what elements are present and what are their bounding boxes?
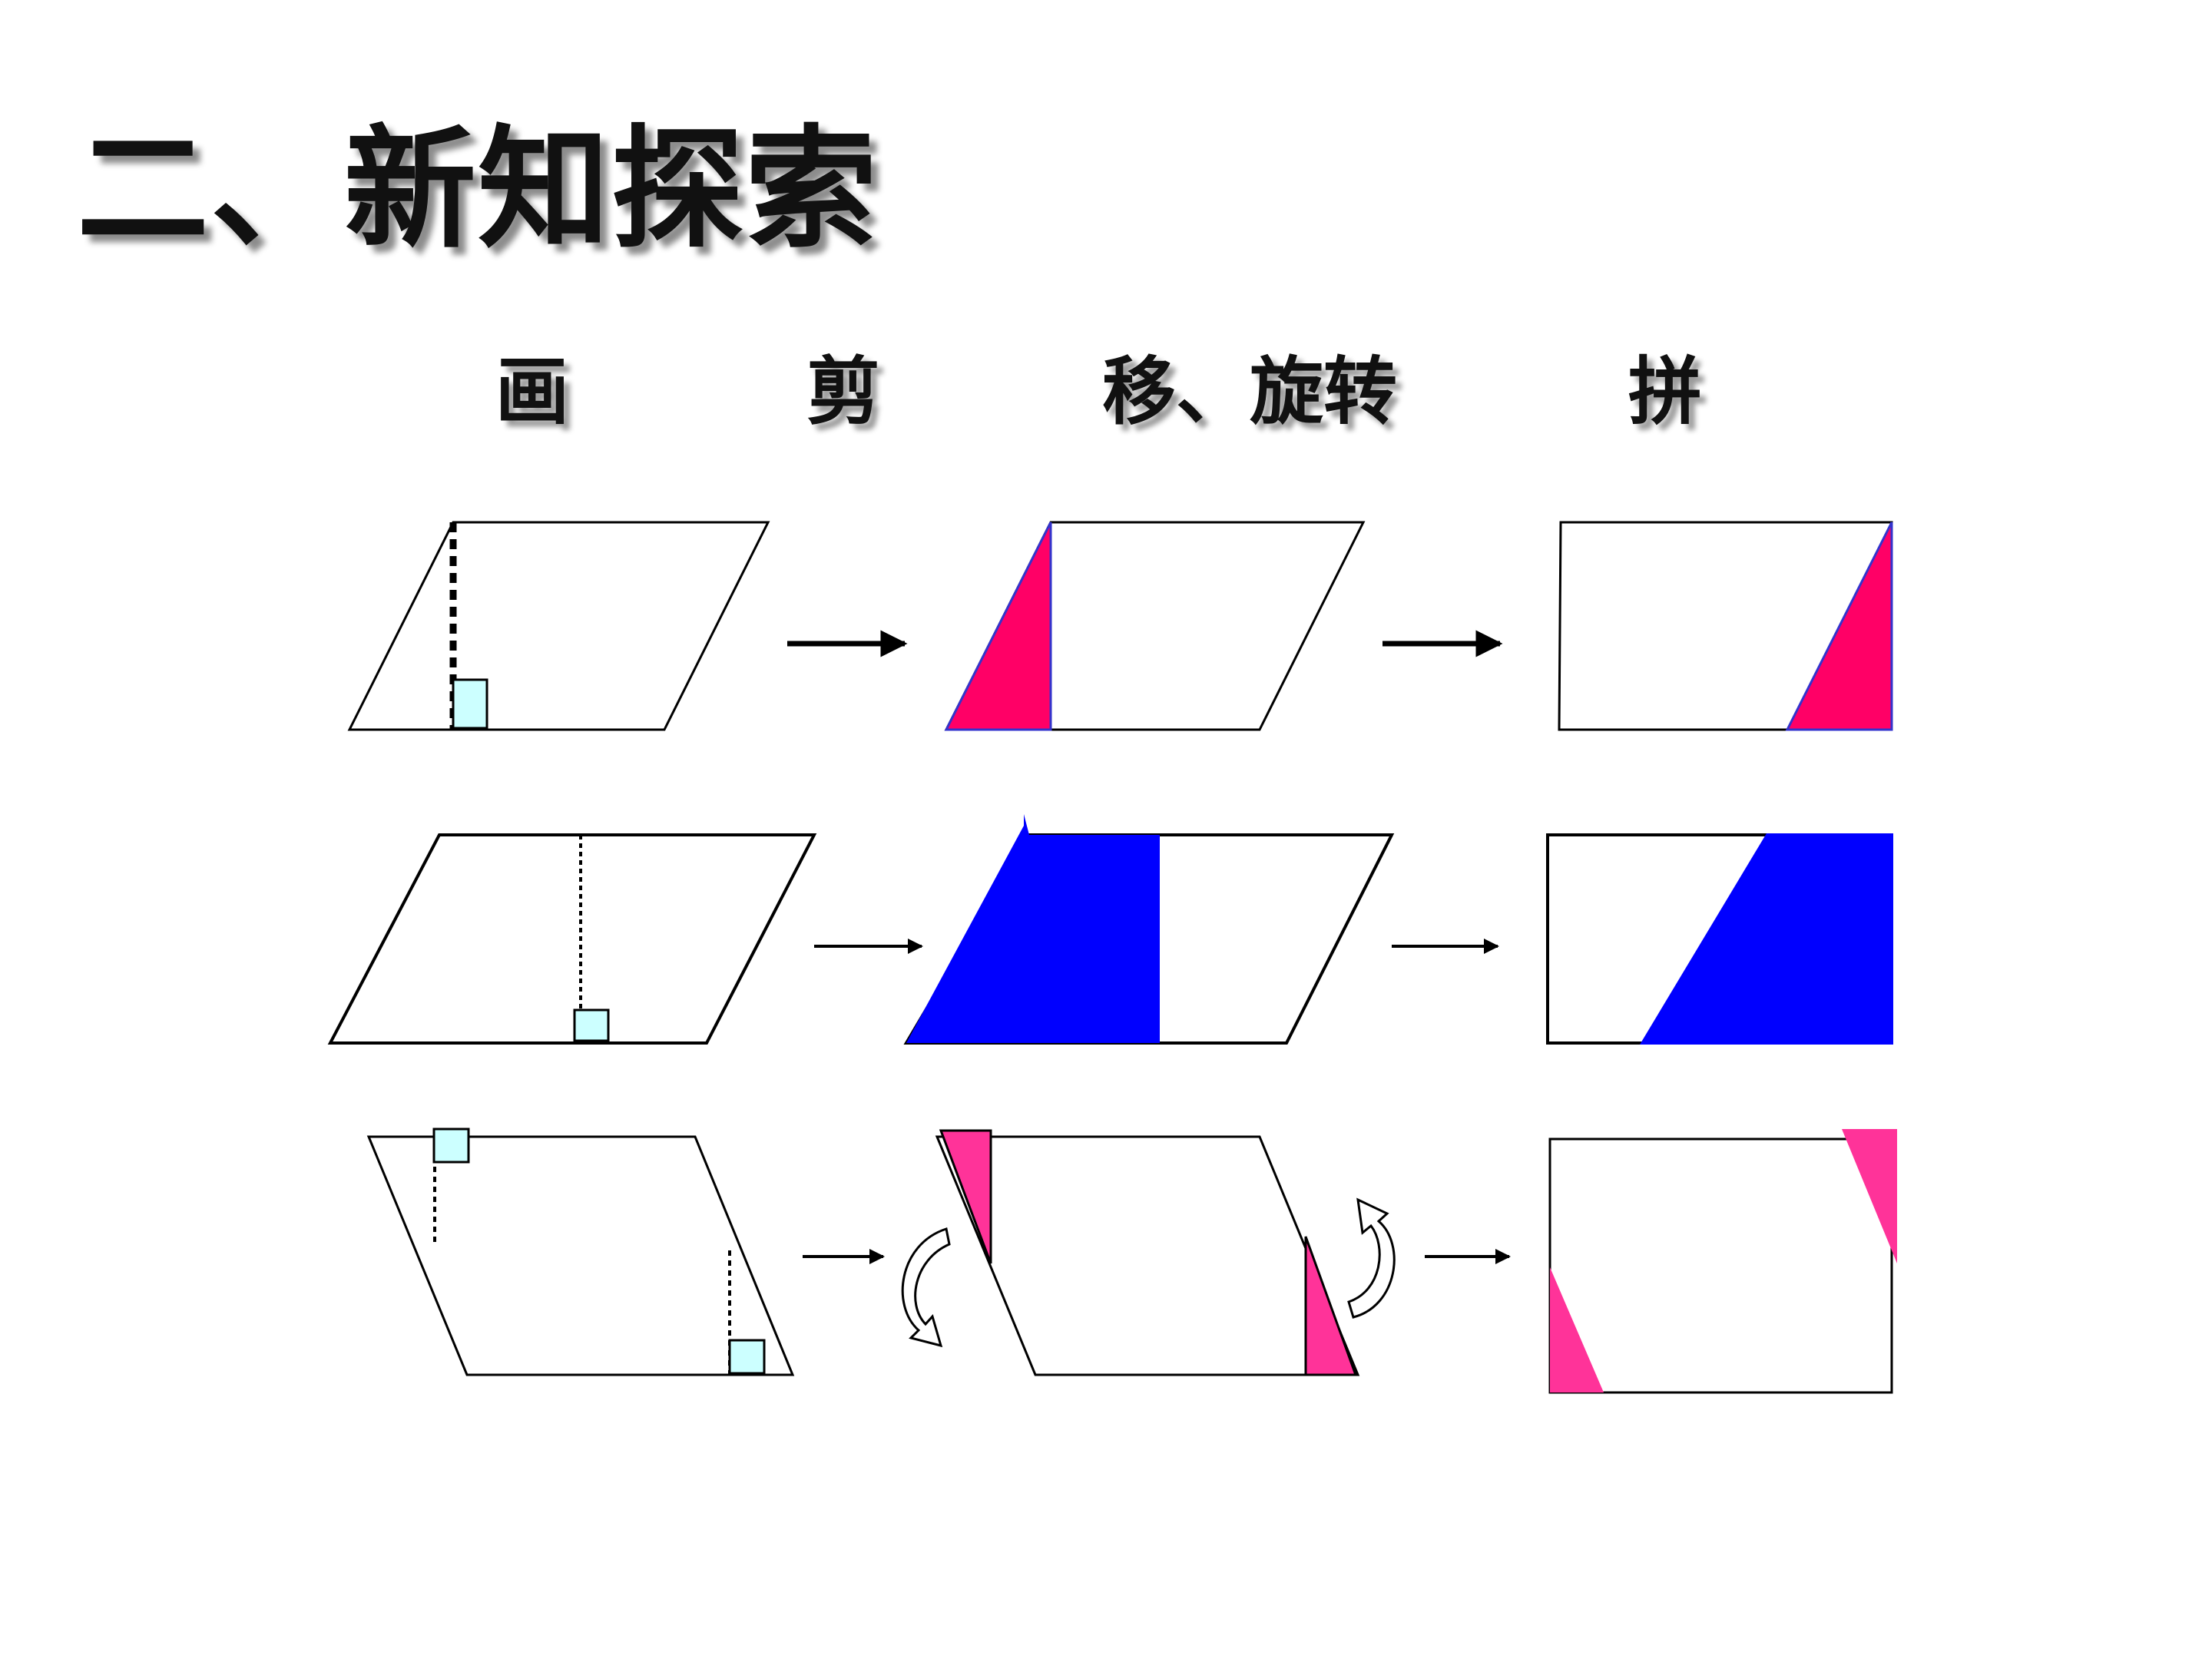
row-2 [327, 814, 1893, 1045]
curved-rotate-arrow-icon [901, 1227, 951, 1348]
moved-triangle [1785, 522, 1893, 731]
step-label-move-rotate: 移、旋转 [1102, 349, 1397, 435]
row3-join-figure [1548, 1129, 1897, 1394]
cut-triangle-top [939, 1129, 992, 1264]
step-label-draw: 画 [495, 349, 569, 435]
moved-piece [1640, 833, 1893, 1045]
moved-triangle-top [1842, 1129, 1897, 1263]
right-angle-icon [728, 1339, 766, 1375]
step-label-join: 拼 [1628, 349, 1702, 435]
parallelogram [935, 1135, 1360, 1376]
row1-cut-figure [944, 521, 1366, 731]
parallelogram [347, 521, 770, 731]
row1-join-figure [1558, 521, 1893, 731]
parallelogram [327, 833, 817, 1045]
row-3 [366, 1128, 1897, 1394]
right-angle-icon [573, 1008, 610, 1042]
row2-cut-figure [903, 814, 1395, 1045]
cut-triangle-bottom [1304, 1236, 1358, 1376]
moved-triangle-bottom [1550, 1267, 1604, 1392]
row2-join-figure [1546, 833, 1893, 1045]
curved-rotate-arrow-icon [1347, 1197, 1396, 1319]
cut-triangle [944, 522, 1052, 731]
parallelogram [366, 1135, 795, 1376]
cut-piece [906, 814, 1160, 1043]
page-title: 二、新知探索 [77, 111, 879, 267]
right-angle-icon [452, 678, 488, 730]
row3-draw-figure [366, 1128, 795, 1376]
row2-draw-figure [327, 833, 817, 1045]
row1-draw-figure [347, 521, 770, 731]
step-label-cut: 剪 [806, 349, 880, 435]
row3-cut-figure [935, 1129, 1360, 1376]
row-1 [347, 521, 1893, 731]
rectangle [1548, 1137, 1893, 1394]
right-angle-icon [432, 1128, 470, 1164]
